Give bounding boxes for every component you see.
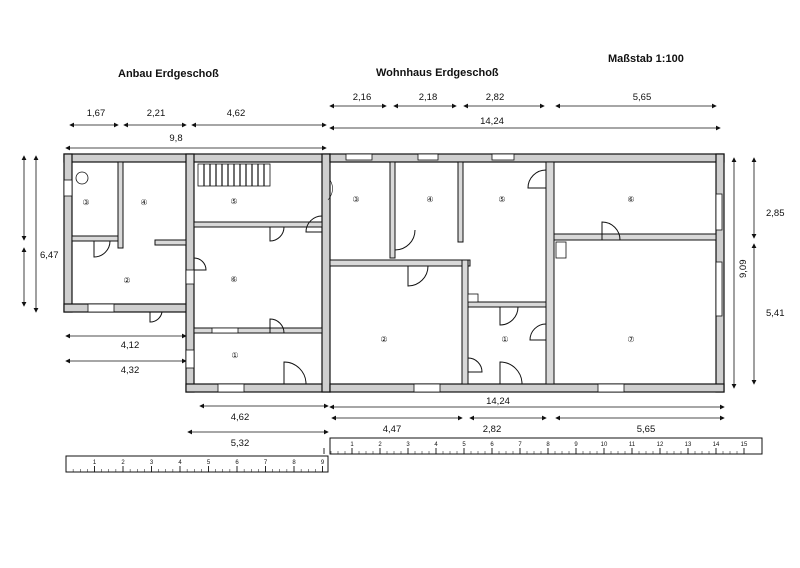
side-dimensions: 6,47 2,85 5,41 9,09 [21, 155, 785, 389]
room-label: ④ [140, 198, 147, 207]
dim-wohnhaus-bottom-1: 4,47 [383, 424, 402, 435]
ruler-right-tick-label: 5 [462, 442, 466, 448]
ruler-right-tick-label: 13 [685, 442, 692, 448]
ruler-right-tick-label: 4 [434, 442, 438, 448]
room-label: ① [501, 335, 508, 344]
dim-wohnhaus-depth: 9,09 [738, 260, 749, 279]
ruler-right-tick-label: 14 [713, 442, 720, 448]
ruler-right-tick-label: 3 [406, 442, 410, 448]
room-label: ④ [426, 195, 433, 204]
dim-wohnhaus-top-3: 2,82 [486, 92, 505, 103]
ruler-right-tick-label: 7 [518, 442, 522, 448]
room-label: ③ [82, 198, 89, 207]
dim-wohnhaus-top-2: 2,18 [419, 92, 438, 103]
ruler-right-tick-label: 15 [741, 442, 748, 448]
room-label: ② [123, 276, 130, 285]
dim-anbau-bottom-1: 4,12 [121, 340, 140, 351]
room-label: ② [380, 335, 387, 344]
dim-anbau-bottom-3: 4,62 [231, 412, 250, 423]
dim-wohnhaus-top-4: 5,65 [633, 92, 652, 103]
ruler-left-tick-label: 1 [93, 460, 97, 466]
dim-wohnhaus-total-top: 14,24 [480, 116, 504, 127]
room-label: ⑥ [627, 195, 634, 204]
dim-wohnhaus-bottom-2: 2,82 [483, 424, 502, 435]
room-label: ⑥ [230, 275, 237, 284]
ruler-right-tick-label: 12 [657, 442, 664, 448]
top-dimensions: 1,67 2,21 4,62 9,8 2,16 2,18 2,82 5,65 1… [65, 92, 721, 151]
dim-anbau-top-3: 4,62 [227, 108, 246, 119]
dim-wohnhaus-total-bottom: 14,24 [486, 396, 510, 407]
ruler-left-tick-label: 9 [321, 460, 325, 466]
anbau-title: Anbau Erdgeschoß [118, 68, 219, 80]
room-labels: ③ ④ ② ⑤ ⑥ ① ③ ④ ⑤ ⑥ ② ① ⑦ [82, 195, 634, 360]
scale-label: Maßstab 1:100 [608, 53, 684, 65]
ruler-right-tick-label: 2 [378, 442, 382, 448]
room-label: ① [231, 351, 238, 360]
ruler-right-tick-label: 1 [350, 442, 354, 448]
room-label: ⑤ [498, 195, 505, 204]
scale-ruler-left: 1 2 3 4 5 6 7 8 9 [65, 455, 329, 473]
dim-anbau-bottom-2: 4,32 [121, 365, 140, 376]
wohnhaus-walls [327, 153, 725, 393]
dim-wohnhaus-bottom-3: 5,65 [637, 424, 656, 435]
ruler-left-tick-label: 2 [121, 460, 125, 466]
dim-anbau-depth: 6,47 [40, 250, 59, 261]
ruler-right-tick-label: 9 [574, 442, 578, 448]
ruler-left-tick-label: 3 [150, 460, 154, 466]
dim-anbau-total: 9,8 [169, 133, 182, 144]
ruler-left-tick-label: 7 [264, 460, 268, 466]
ruler-right-tick-label: 11 [629, 442, 636, 448]
ruler-right-tick-label: 8 [546, 442, 550, 448]
ruler-right-tick-label: 10 [601, 442, 608, 448]
dim-wohnhaus-right-1: 2,85 [766, 208, 785, 219]
wohnhaus-title: Wohnhaus Erdgeschoß [376, 67, 499, 79]
room-label: ③ [352, 195, 359, 204]
dim-wohnhaus-top-1: 2,16 [353, 92, 372, 103]
ruler-left-tick-label: 5 [207, 460, 211, 466]
anbau-walls [63, 153, 331, 393]
dim-anbau-top-1: 1,67 [87, 108, 106, 119]
room-label: ⑤ [230, 197, 237, 206]
ruler-left-tick-label: 6 [235, 460, 239, 466]
ruler-left-tick-label: 4 [178, 460, 182, 466]
ruler-right-tick-label: 6 [490, 442, 494, 448]
bottom-dimensions: 4,12 4,32 4,62 5,32 14,24 4,47 2,82 5,65 [65, 333, 725, 449]
dim-anbau-bottom-4: 5,32 [231, 438, 250, 449]
ruler-left-tick-label: 8 [292, 460, 296, 466]
dim-wohnhaus-right-2: 5,41 [766, 308, 785, 319]
room-label: ⑦ [627, 335, 634, 344]
dim-anbau-top-2: 2,21 [147, 108, 166, 119]
